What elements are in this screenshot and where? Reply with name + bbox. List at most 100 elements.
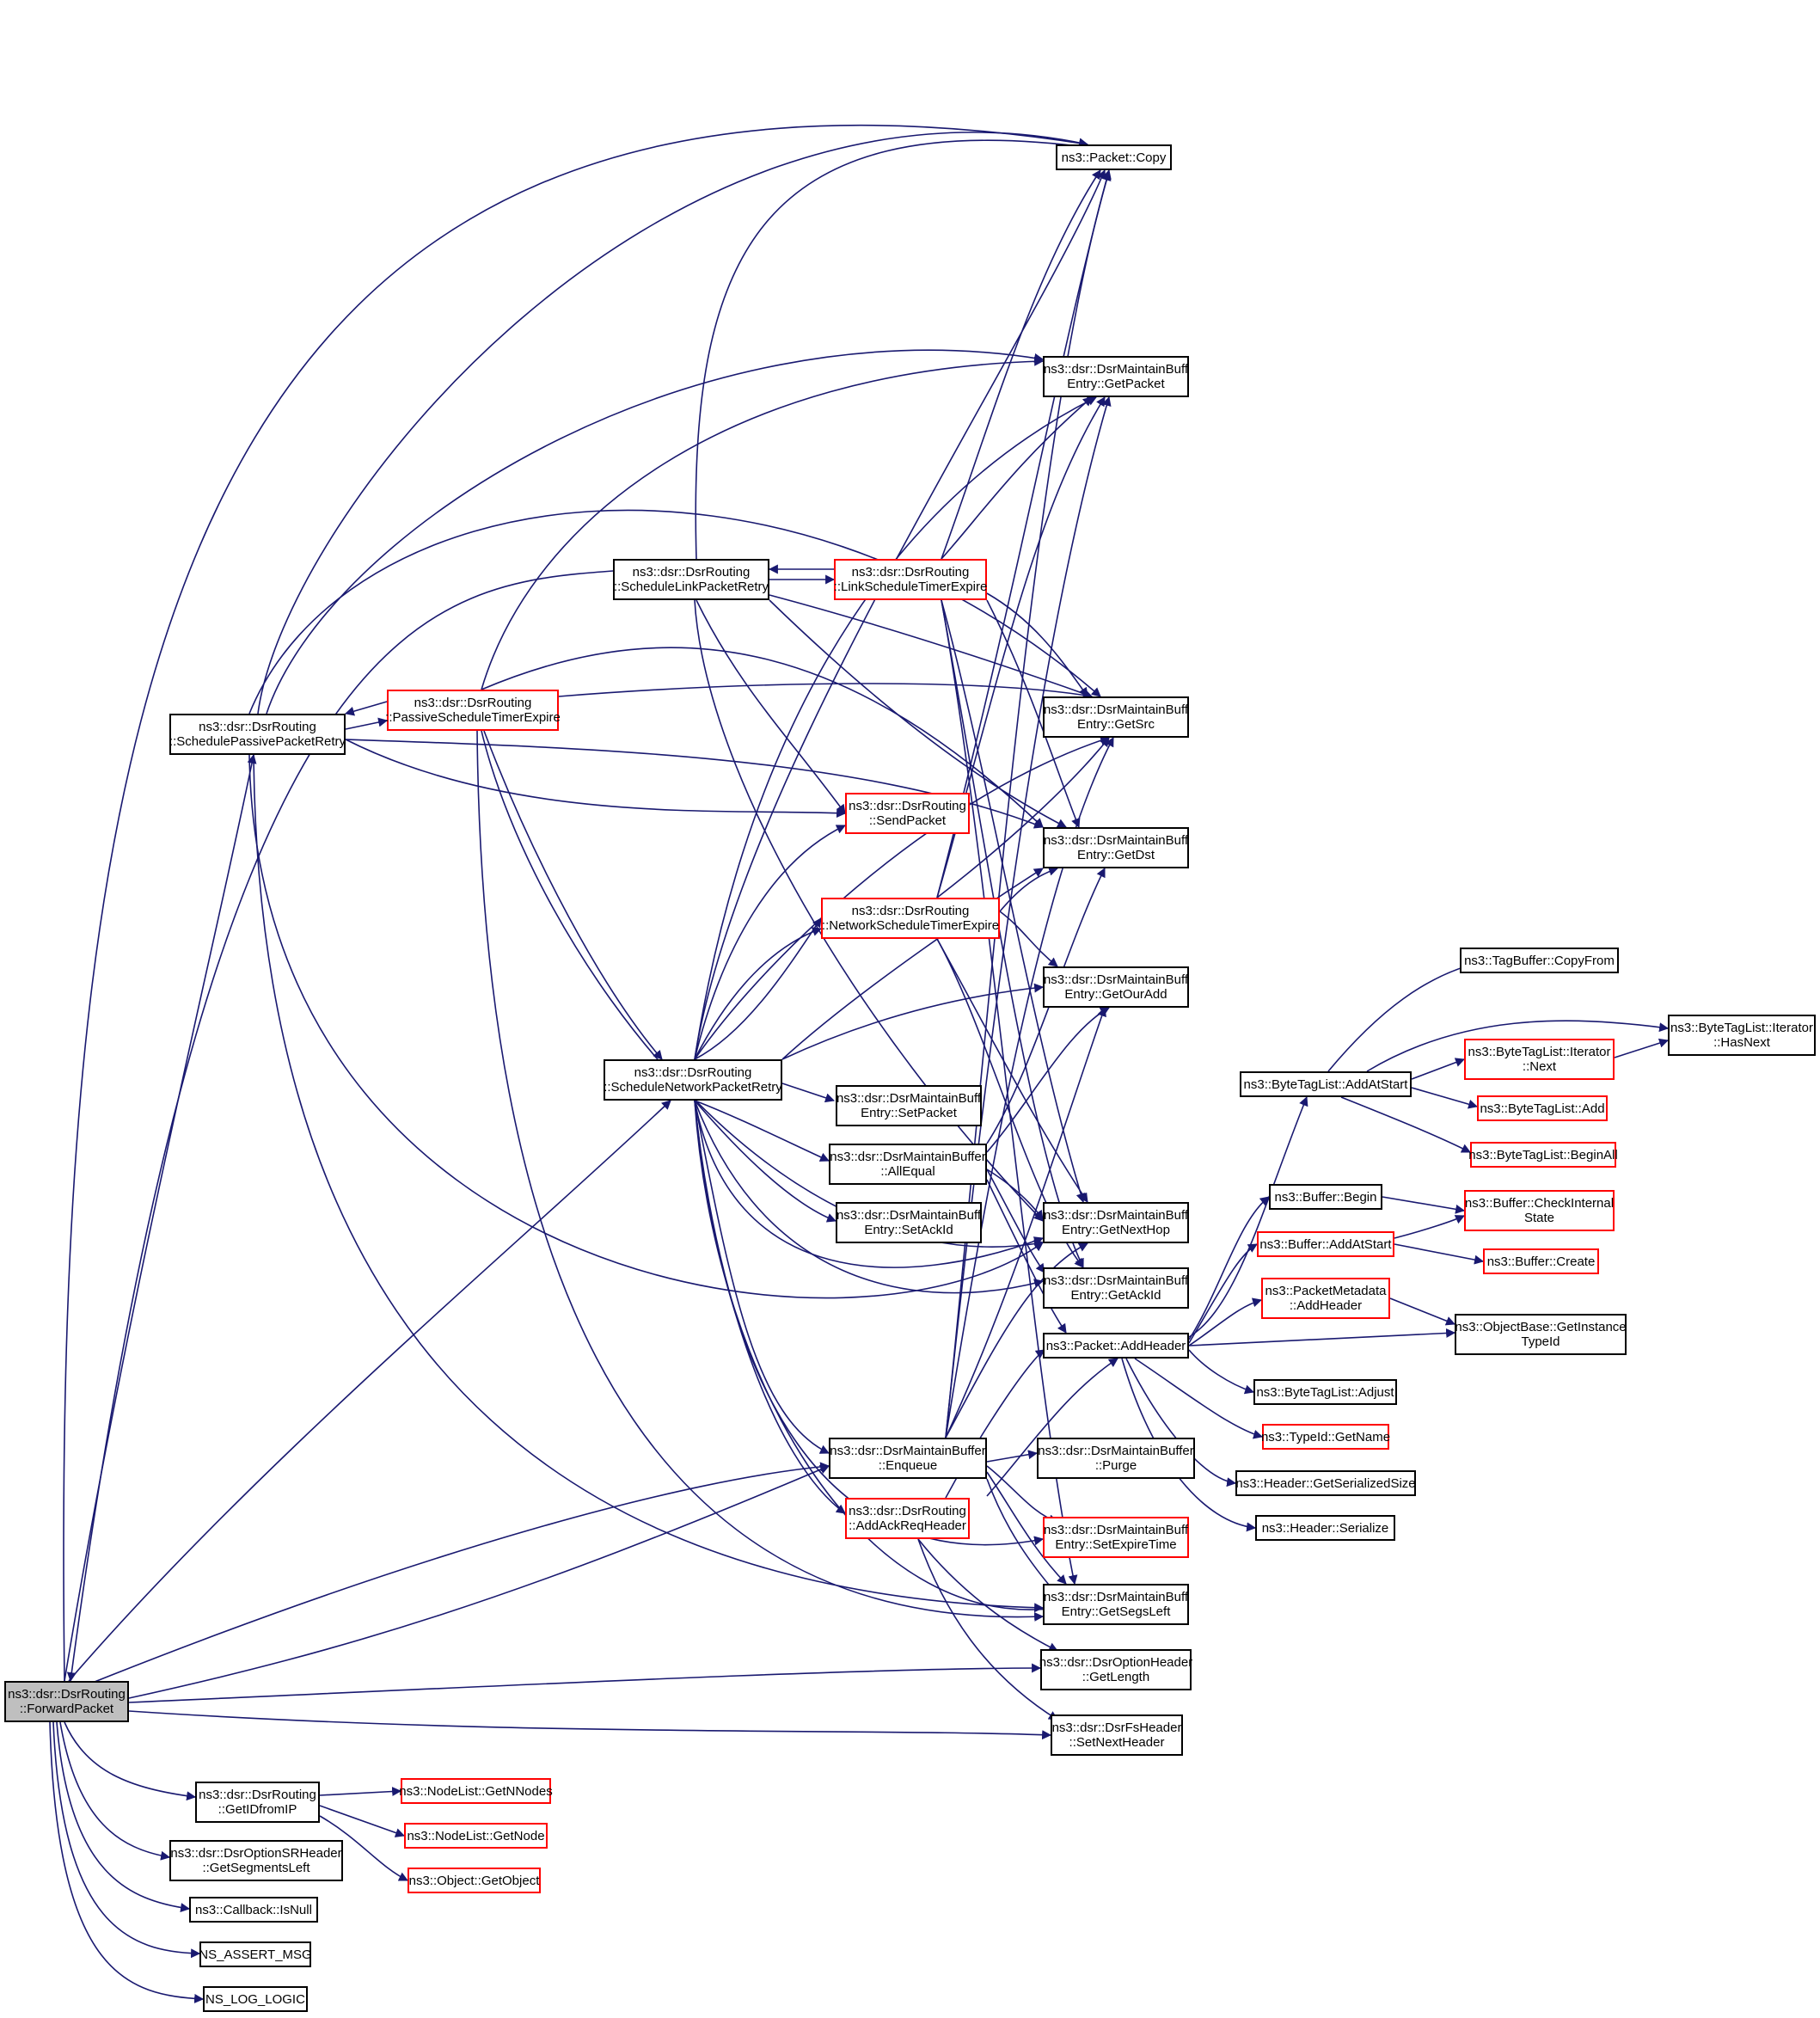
call-edge: [1134, 1358, 1264, 1439]
call-edge: [945, 1006, 1106, 1438]
call-edge: [986, 1179, 1067, 1334]
node-packet-copy[interactable]: ns3::Packet::Copy: [1056, 144, 1172, 170]
call-edge: [945, 737, 1114, 1438]
node-optionheader-getlength[interactable]: ns3::dsr::DsrOptionHeader::GetLength: [1039, 1649, 1192, 1690]
node-ns-log-logic[interactable]: NS_LOG_LOGIC: [203, 1986, 308, 2012]
node-send-packet[interactable]: ns3::dsr::DsrRouting::SendPacket: [845, 793, 970, 834]
call-edge: [986, 1168, 1045, 1273]
call-edge: [1614, 1038, 1670, 1058]
node-passive-schedule-timer-expire[interactable]: ns3::dsr::DsrRouting::PassiveScheduleTim…: [385, 690, 561, 731]
node-buffer-begin[interactable]: ns3::Buffer::Begin: [1269, 1184, 1382, 1210]
node-buffer-addatstart[interactable]: ns3::Buffer::AddAtStart: [1257, 1231, 1394, 1257]
call-edge: [694, 1100, 1045, 1268]
node-iterator-hasnext[interactable]: ns3::ByteTagList::Iterator::HasNext: [1668, 1015, 1816, 1056]
call-edge: [945, 170, 1112, 1438]
call-edge: [266, 349, 1045, 715]
call-edge: [319, 1815, 408, 1881]
node-typeid-getname[interactable]: ns3::TypeId::GetName: [1261, 1424, 1390, 1450]
call-edge: [1340, 1096, 1471, 1153]
node-nodelist-getnode[interactable]: ns3::NodeList::GetNode: [404, 1823, 548, 1849]
call-edge: [63, 124, 1089, 1682]
call-edge: [694, 1100, 1045, 1294]
node-get-id-from-ip[interactable]: ns3::dsr::DsrRouting::GetIDfromIP: [195, 1782, 320, 1823]
call-edge: [49, 1721, 205, 2003]
call-edge: [695, 139, 1094, 560]
node-maintainbuffer-purge[interactable]: ns3::dsr::DsrMaintainBuffer::Purge: [1037, 1438, 1195, 1479]
call-edge: [941, 599, 1086, 1204]
node-maintainbuffer-allequal[interactable]: ns3::dsr::DsrMaintainBuffer::AllEqual: [829, 1144, 987, 1185]
node-ns-assert-msg[interactable]: NS_ASSERT_MSG: [199, 1941, 312, 1967]
call-edge: [1382, 1196, 1466, 1214]
node-buffer-create[interactable]: ns3::Buffer::Create: [1483, 1248, 1599, 1274]
call-edge: [345, 717, 389, 730]
node-nodelist-getnnodes[interactable]: ns3::NodeList::GetNNodes: [399, 1778, 553, 1804]
node-schedule-passive-packet-retry[interactable]: ns3::dsr::DsrRouting::SchedulePassivePac…: [169, 714, 346, 755]
node-packet-addheader[interactable]: ns3::Packet::AddHeader: [1043, 1333, 1189, 1359]
node-schedule-link-packet-retry[interactable]: ns3::dsr::DsrRouting::ScheduleLinkPacket…: [613, 559, 769, 600]
call-edge: [694, 396, 1097, 1060]
call-edge: [986, 1358, 1118, 1497]
node-object-getobject[interactable]: ns3::Object::GetObject: [408, 1868, 541, 1893]
node-callback-isnull[interactable]: ns3::Callback::IsNull: [189, 1897, 318, 1923]
node-schedule-network-packet-retry[interactable]: ns3::dsr::DsrRouting::ScheduleNetworkPac…: [604, 1059, 782, 1101]
call-edge: [68, 1100, 671, 1682]
call-edge: [999, 866, 1059, 912]
node-header-getserializedsize[interactable]: ns3::Header::GetSerializedSize: [1235, 1470, 1416, 1496]
node-network-schedule-timer-expire[interactable]: ns3::dsr::DsrRouting::NetworkScheduleTim…: [821, 898, 1000, 939]
node-srheader-getsegmentsleft[interactable]: ns3::dsr::DsrOptionSRHeader::GetSegments…: [169, 1840, 343, 1881]
node-tagbuffer-copyfrom[interactable]: ns3::TagBuffer::CopyFrom: [1460, 948, 1619, 973]
call-edge: [694, 1100, 1045, 1546]
call-edge: [558, 683, 1094, 700]
call-edge: [694, 1100, 846, 1514]
node-fsheader-setnextheader[interactable]: ns3::dsr::DsrFsHeader::SetNextHeader: [1051, 1714, 1183, 1756]
node-bytetaglist-addatstart[interactable]: ns3::ByteTagList::AddAtStart: [1240, 1071, 1412, 1097]
call-edge: [781, 983, 1045, 1060]
call-edge: [345, 739, 847, 819]
call-edge: [769, 594, 1094, 698]
node-forward-packet[interactable]: ns3::dsr::DsrRouting::ForwardPacket: [4, 1681, 129, 1722]
call-edge: [59, 1721, 171, 1861]
node-header-serialize[interactable]: ns3::Header::Serialize: [1255, 1515, 1395, 1541]
node-bytetaglist-add[interactable]: ns3::ByteTagList::Add: [1477, 1095, 1608, 1121]
call-edge: [481, 647, 1044, 828]
call-edge: [248, 509, 1101, 715]
call-edge: [319, 1805, 406, 1837]
node-bytetaglist-beginall[interactable]: ns3::ByteTagList::BeginAll: [1468, 1142, 1618, 1168]
node-link-schedule-timer-expire[interactable]: ns3::dsr::DsrRouting::LinkScheduleTimerE…: [834, 559, 987, 600]
call-edge: [1188, 1196, 1270, 1340]
call-edge: [999, 911, 1058, 967]
call-edge: [941, 396, 1093, 560]
call-edge: [936, 737, 1110, 899]
call-edge: [52, 1721, 201, 1959]
call-edge: [1188, 1297, 1263, 1346]
call-edge: [694, 599, 1044, 1222]
call-edge: [128, 1464, 830, 1699]
call-edge: [694, 735, 1111, 1060]
node-maintainbuffer-enqueue[interactable]: ns3::dsr::DsrMaintainBuffer::Enqueue: [829, 1438, 987, 1479]
node-iterator-next[interactable]: ns3::ByteTagList::Iterator::Next: [1464, 1039, 1615, 1080]
call-edge: [56, 1721, 191, 1913]
call-edge: [1121, 1358, 1257, 1532]
call-edge: [986, 1450, 1039, 1463]
node-packetmetadata-addheader[interactable]: ns3::PacketMetadata::AddHeader: [1261, 1278, 1390, 1319]
node-add-ack-req-header[interactable]: ns3::dsr::DsrRouting::AddAckReqHeader: [845, 1498, 970, 1539]
call-edge: [257, 132, 1089, 715]
node-bytetaglist-adjust[interactable]: ns3::ByteTagList::Adjust: [1253, 1379, 1397, 1405]
call-edge: [769, 599, 1067, 828]
call-edge: [344, 701, 388, 716]
call-edge: [319, 1787, 402, 1797]
